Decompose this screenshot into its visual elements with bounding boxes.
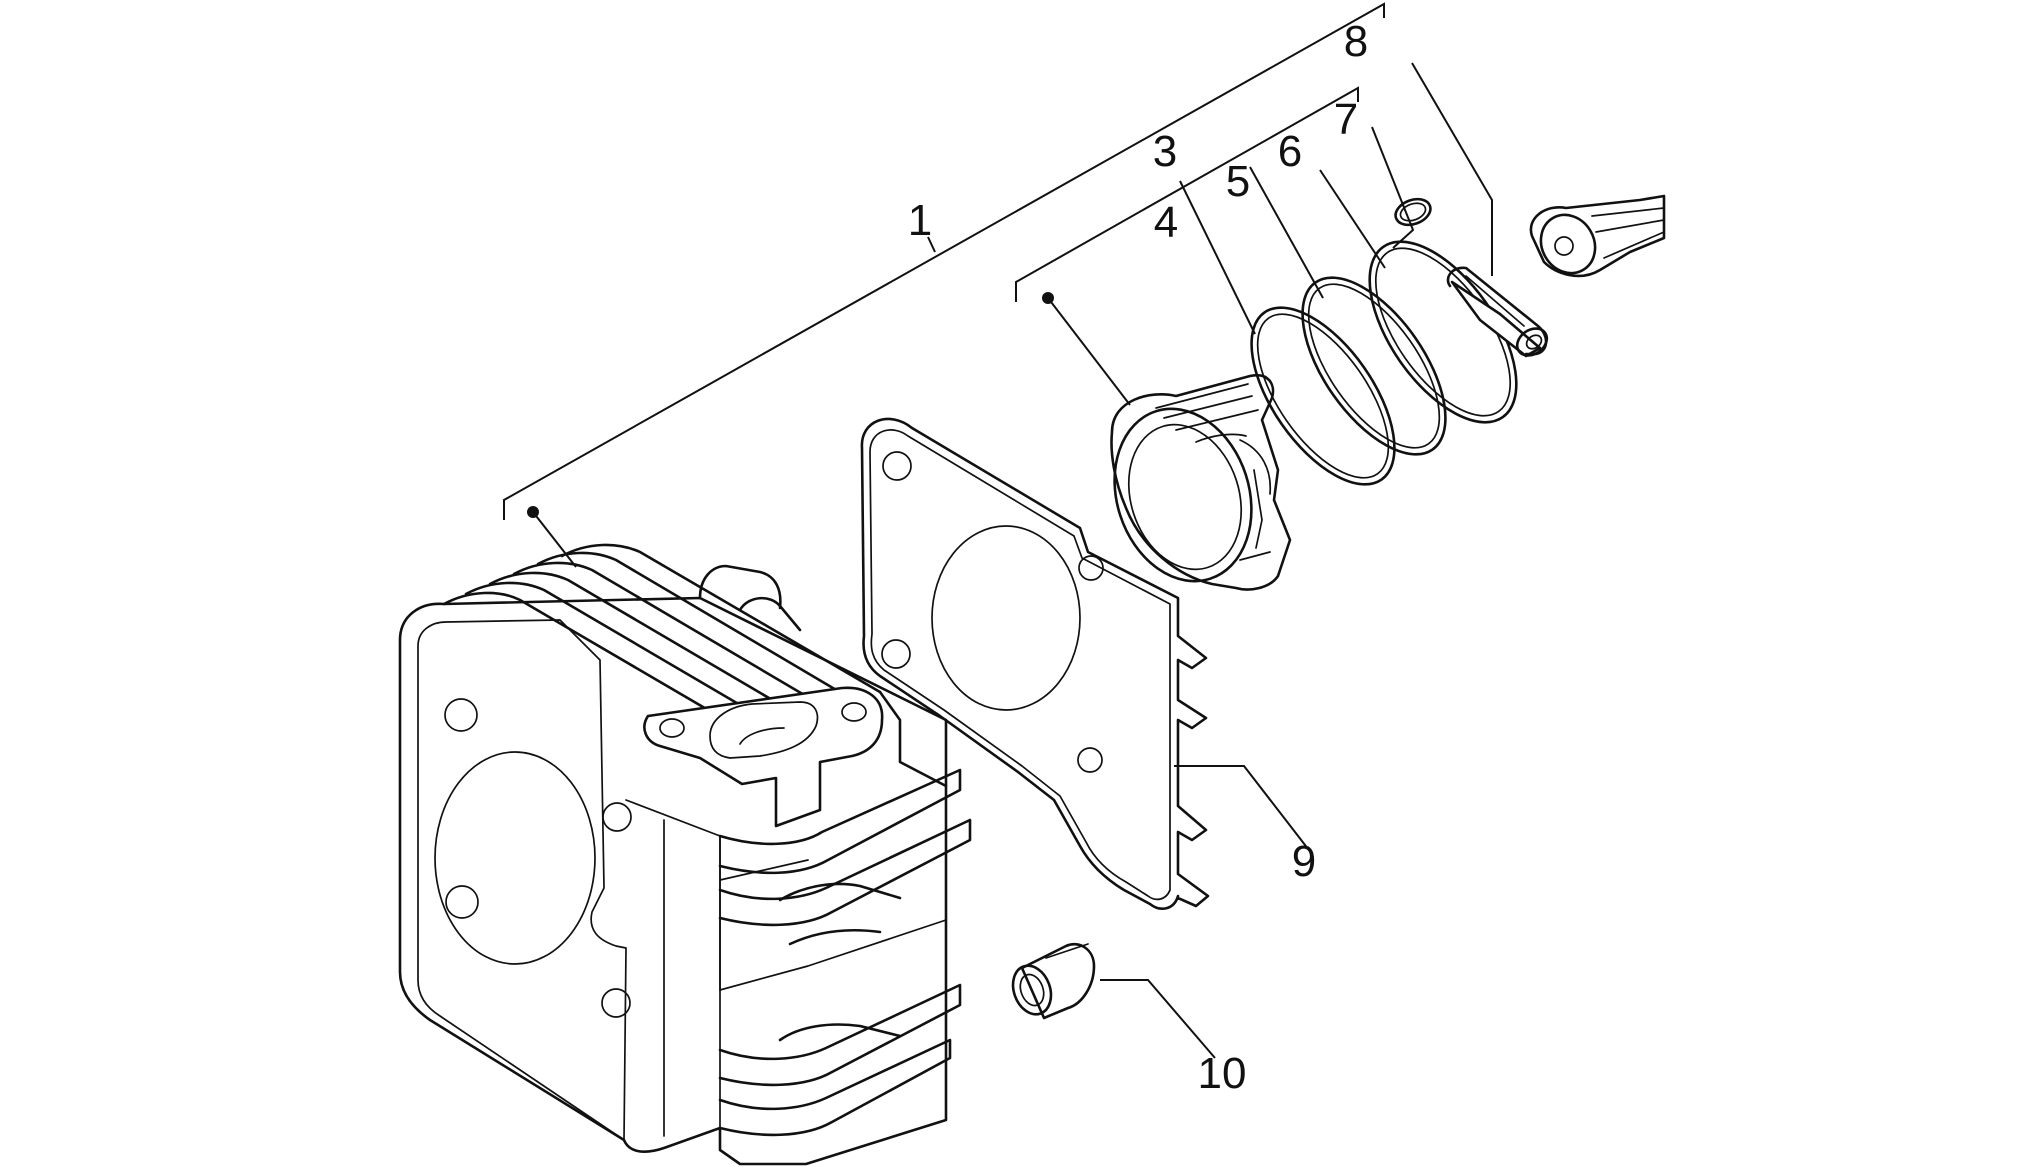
- callout-1: 1: [908, 196, 932, 245]
- piston-ring-compression: [1250, 306, 1396, 486]
- cylinder-intake-flange: [643, 686, 884, 828]
- callout-6: 6: [1278, 127, 1302, 176]
- leader-lines: [927, 62, 1493, 1059]
- kit-bracket-1: [503, 2, 1385, 568]
- dowel-bush: [1011, 943, 1096, 1020]
- callout-8: 8: [1344, 17, 1368, 66]
- callout-10: 10: [1198, 1049, 1247, 1098]
- cylinder-cooling-fins: [442, 543, 948, 788]
- callout-4: 4: [1154, 198, 1178, 247]
- connecting-rod-small-end: [1529, 194, 1666, 278]
- piston-pin: [1446, 266, 1549, 358]
- piston-pin-circlip: [1394, 197, 1432, 227]
- piston-ring-second: [1301, 276, 1447, 456]
- callout-3: 3: [1153, 127, 1177, 176]
- callout-7: 7: [1334, 95, 1358, 144]
- callout-5: 5: [1226, 157, 1250, 206]
- cylinder-base-gasket: [860, 417, 1210, 910]
- cylinder-side-fins: [718, 768, 972, 1137]
- kit-bracket-3: [1015, 86, 1359, 406]
- callout-9: 9: [1292, 837, 1316, 886]
- piston: [1110, 373, 1292, 591]
- callout-labels: 1 3 4 5 6 7 8 9 10: [908, 17, 1368, 1098]
